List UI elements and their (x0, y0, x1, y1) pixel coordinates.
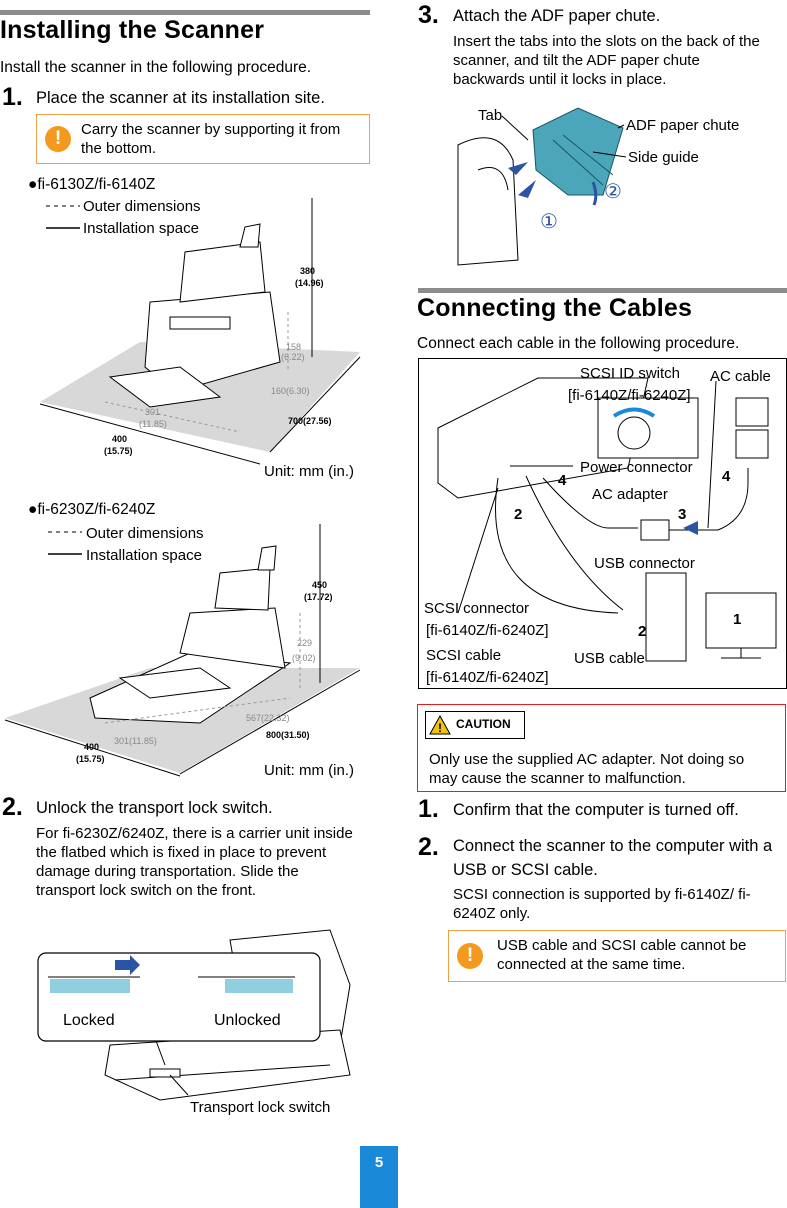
dim-label: (15.75) (76, 754, 105, 764)
section-rule (418, 288, 787, 293)
step-text: Place the scanner at its installation si… (36, 89, 325, 107)
dim-label: 301(11.85) (114, 736, 157, 746)
dim-label: (9.02) (292, 653, 316, 663)
transport-lock-figure: Locked Unlocked Transport lock switch (37, 929, 351, 1116)
step-number: 3. (418, 1, 439, 29)
note-text: USB cable and SCSI cable cannot be conne… (497, 937, 747, 973)
section-rule (0, 10, 370, 15)
step-text: Unlock the transport lock switch. (36, 799, 273, 817)
step-number: 1. (2, 83, 23, 111)
dimension-figure-2: Outer dimensions Installation space 450 … (4, 524, 361, 779)
dim-label: 567(22.32) (246, 713, 290, 723)
note-box: ! Carry the scanner by supporting it fro… (36, 114, 370, 164)
caution-icon: ! (457, 943, 483, 969)
model-bullet: ●fi-6130Z/fi-6140Z (28, 176, 156, 193)
section-title: Installing the Scanner (0, 16, 265, 44)
marker-2: 2 (514, 506, 522, 523)
note-text: Carry the scanner by supporting it from … (81, 121, 341, 157)
dim-label: 301 (145, 407, 160, 417)
label-scsi-switch-models: [fi-6140Z/fi-6240Z] (568, 387, 691, 404)
legend-outer: Outer dimensions (86, 525, 204, 542)
dimension-figure-1: Outer dimensions Installation space 380 … (39, 198, 361, 480)
note-box: ! USB cable and SCSI cable cannot be con… (448, 930, 786, 982)
dim-label: 400 (112, 434, 127, 444)
step-subtext: For fi-6230Z/6240Z, there is a carrier u… (36, 825, 353, 899)
unlocked-label: Unlocked (214, 1012, 281, 1029)
step-text: Confirm that the computer is turned off. (453, 801, 739, 819)
switch-label: Transport lock switch (190, 1099, 330, 1116)
step-text: Connect the scanner to the computer with… (453, 837, 773, 879)
label-scsi-switch: SCSI ID switch (580, 365, 680, 382)
model-label: fi-6230Z/fi-6240Z (37, 501, 156, 518)
dim-label: (14.96) (295, 278, 324, 288)
unit-label: Unit: mm (in.) (264, 463, 354, 480)
label-power-connector: Power connector (580, 459, 693, 476)
svg-text:!: ! (438, 721, 442, 735)
step-text: Attach the ADF paper chute. (453, 7, 661, 25)
tab-label: Tab (478, 107, 502, 124)
label-ac-cable: AC cable (710, 368, 771, 385)
label-scsi-cable: SCSI cable (426, 647, 501, 664)
caution-label: CAUTION (456, 717, 511, 731)
legend-outer: Outer dimensions (83, 198, 201, 215)
unit-label: Unit: mm (in.) (264, 762, 354, 779)
callout-2: ② (604, 181, 622, 203)
step-subtext: Insert the tabs into the slots on the ba… (453, 33, 760, 88)
intro-text: Install the scanner in the following pro… (0, 59, 312, 76)
guide-label: Side guide (628, 149, 699, 166)
page-number: 5 (360, 1146, 398, 1208)
adf-chute-figure: Tab ADF paper chute Side guide ① ② (457, 107, 739, 266)
marker-4: 4 (558, 472, 567, 489)
dim-label: (6.22) (281, 352, 305, 362)
intro-text: Connect each cable in the following proc… (417, 335, 740, 352)
dim-label: 800(31.50) (266, 730, 310, 740)
label-ac-adapter: AC adapter (592, 486, 668, 503)
dim-label: (17.72) (304, 592, 333, 602)
step-number: 1. (418, 795, 439, 823)
marker-4: 4 (722, 468, 731, 485)
section-title: Connecting the Cables (417, 294, 693, 322)
step-number: 2. (418, 833, 439, 861)
dim-label: 158 (286, 342, 301, 352)
caution-box: ! CAUTION Only use the supplied AC adapt… (417, 704, 786, 792)
label-scsi-connector-models: [fi-6140Z/fi-6240Z] (426, 622, 549, 639)
dim-label: 450 (312, 580, 327, 590)
dim-label: 380 (300, 266, 315, 276)
dim-label: 229 (297, 638, 312, 648)
label-scsi-connector: SCSI connector (424, 600, 529, 617)
step-number: 2. (2, 793, 23, 821)
marker-2: 2 (638, 623, 646, 640)
cables-figure: SCSI ID switch [fi-6140Z/fi-6240Z] AC ca… (418, 358, 787, 689)
dim-label: 160(6.30) (271, 386, 310, 396)
caution-badge: ! CAUTION (425, 711, 525, 739)
chute-label: ADF paper chute (626, 117, 739, 134)
dim-label: 700(27.56) (288, 416, 332, 426)
callout-1: ① (540, 211, 558, 233)
legend-install: Installation space (83, 220, 199, 237)
marker-3: 3 (678, 506, 686, 523)
label-scsi-cable-models: [fi-6140Z/fi-6240Z] (426, 669, 549, 686)
legend-install: Installation space (86, 547, 202, 564)
label-usb-cable: USB cable (574, 650, 645, 667)
warning-icon: ! (429, 715, 451, 735)
label-usb-connector: USB connector (594, 555, 695, 572)
locked-label: Locked (63, 1012, 115, 1029)
marker-1: 1 (733, 611, 741, 628)
dim-label: (15.75) (104, 446, 133, 456)
dim-label: 400 (84, 742, 99, 752)
model-bullet: ●fi-6230Z/fi-6240Z (28, 501, 156, 518)
dim-label: (11.85) (139, 419, 167, 429)
step-subtext: SCSI connection is supported by fi-6140Z… (453, 886, 751, 922)
caution-text: Only use the supplied AC adapter. Not do… (429, 751, 745, 787)
model-label: fi-6130Z/fi-6140Z (37, 176, 156, 193)
caution-icon: ! (45, 126, 71, 152)
